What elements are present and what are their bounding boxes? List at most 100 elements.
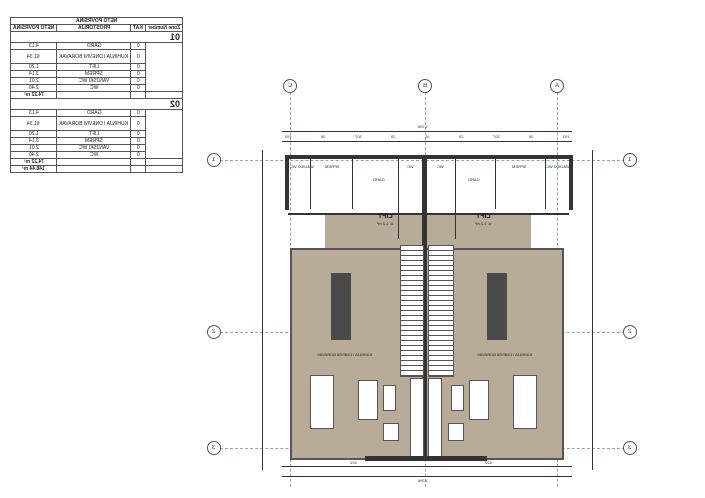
wall bbox=[455, 159, 456, 239]
room-name: SPREM bbox=[324, 164, 340, 169]
room-label-sprem: SPREM bbox=[497, 164, 542, 169]
dim-text: 36 bbox=[529, 134, 534, 139]
floor-cell: 0 bbox=[136, 64, 140, 70]
axis-label: 2 bbox=[212, 329, 216, 335]
zone-number: 02 bbox=[170, 99, 181, 109]
table-row: 1.20 LIFT 0 bbox=[9, 63, 184, 71]
floor-cell: 0 bbox=[136, 85, 140, 91]
armchair bbox=[383, 423, 399, 441]
room-cell: GARD bbox=[86, 110, 102, 116]
axis-label: 3 bbox=[212, 445, 216, 451]
floor-cell: 0 bbox=[136, 120, 140, 127]
dining-table bbox=[513, 375, 537, 429]
zone-total: 74.22 m² bbox=[23, 159, 44, 165]
axis-label: A bbox=[554, 83, 559, 89]
net-area-table: NETO POVRŠINA NETO POVRŠINA PROSTORIJA K… bbox=[9, 17, 184, 173]
room-name: WC bbox=[406, 164, 414, 169]
area-cell: 61.34 bbox=[27, 120, 40, 127]
coffee-table bbox=[383, 385, 396, 411]
room-label-vanjski-wc: VANJSKI WC bbox=[546, 164, 570, 169]
area-cell: 61.34 bbox=[27, 53, 40, 60]
axis-label: B bbox=[422, 83, 427, 89]
col-header: Zone Number bbox=[148, 25, 181, 31]
room-label-wc: WC bbox=[400, 164, 420, 169]
room-name: KUHINJA I DNEVNI BORAVAK bbox=[477, 352, 533, 357]
room-cell: SPREM bbox=[84, 138, 103, 144]
zone-total: 74.22 m² bbox=[23, 92, 44, 98]
col-header: PROSTORIJA bbox=[77, 25, 111, 31]
floor-cell: 0 bbox=[136, 152, 140, 158]
axis-marker-b: B bbox=[418, 79, 432, 93]
table-title: NETO POVRŠINA bbox=[76, 18, 118, 24]
staircase bbox=[428, 245, 454, 377]
room-cell: LIFT bbox=[88, 131, 99, 137]
dining-table bbox=[310, 375, 334, 429]
axis-label: 3 bbox=[628, 445, 632, 451]
floor-cell: 0 bbox=[136, 78, 140, 84]
floor-area bbox=[325, 213, 531, 248]
room-name: WC bbox=[436, 164, 444, 169]
col-header: NETO POVRŠINA bbox=[13, 25, 55, 31]
room-cell: WC bbox=[89, 152, 98, 158]
axis-label: 1 bbox=[212, 157, 216, 163]
floor-cell: 0 bbox=[136, 53, 140, 60]
kitchen-island bbox=[487, 273, 507, 340]
grand-total-row: 148.44 m² bbox=[9, 165, 184, 173]
room-label-sprem: SPREM bbox=[312, 164, 352, 169]
wall bbox=[310, 159, 311, 209]
wall bbox=[545, 159, 546, 209]
wall bbox=[352, 159, 353, 209]
axis-marker-3: 3 bbox=[623, 441, 637, 455]
room-name: KUHINJA I DNEVNI BORAVAK bbox=[317, 352, 373, 357]
room-label-gard: GARD bbox=[360, 177, 398, 182]
dimension-line bbox=[282, 466, 572, 467]
axis-marker-c: C bbox=[283, 79, 297, 93]
dimension-line bbox=[282, 131, 572, 132]
dimension-line bbox=[592, 150, 593, 470]
closet bbox=[410, 378, 424, 460]
room-cell: GARD bbox=[86, 43, 102, 49]
room-cell: LIFT bbox=[88, 64, 99, 70]
zone-number: 01 bbox=[170, 32, 181, 42]
dim-text: 1.296 bbox=[418, 478, 429, 483]
room-cell: VANJSKI WC bbox=[78, 145, 109, 151]
axis-marker-2: 2 bbox=[623, 325, 637, 339]
dimension-line bbox=[262, 150, 263, 470]
area-cell: 2.01 bbox=[28, 78, 39, 84]
floor-cell: 0 bbox=[136, 131, 140, 137]
dim-text: 622 bbox=[350, 460, 357, 465]
axis-marker-1: 1 bbox=[623, 153, 637, 167]
floor-cell: 0 bbox=[136, 43, 140, 49]
floor-cell: 0 bbox=[136, 71, 140, 77]
dim-text: 193 bbox=[285, 134, 292, 139]
area-cell: 3.14 bbox=[28, 71, 39, 77]
dim-text: 193 bbox=[563, 134, 570, 139]
room-name: LIFT bbox=[475, 213, 491, 220]
service-rooms-left bbox=[288, 159, 422, 215]
area-cell: 3.14 bbox=[28, 138, 39, 144]
staircase bbox=[400, 245, 424, 377]
room-name: GARD bbox=[468, 177, 480, 182]
area-cell: 1.20 bbox=[28, 131, 39, 137]
wall bbox=[398, 159, 399, 239]
area-cell: 1.20 bbox=[28, 64, 39, 70]
zone-row: 02 bbox=[9, 98, 184, 110]
dimension-line bbox=[282, 476, 572, 477]
room-label-wc: WC bbox=[430, 164, 450, 169]
room-label-vanjski-wc: VANJSKI WC bbox=[290, 164, 314, 169]
top-wall bbox=[285, 155, 573, 159]
area-cell: 2.40 bbox=[28, 152, 39, 158]
closet bbox=[428, 378, 442, 460]
room-cell: KUHINJA I DNEVNI BORAVAK bbox=[59, 53, 129, 60]
wall bbox=[495, 159, 496, 209]
coffee-table bbox=[451, 385, 464, 411]
